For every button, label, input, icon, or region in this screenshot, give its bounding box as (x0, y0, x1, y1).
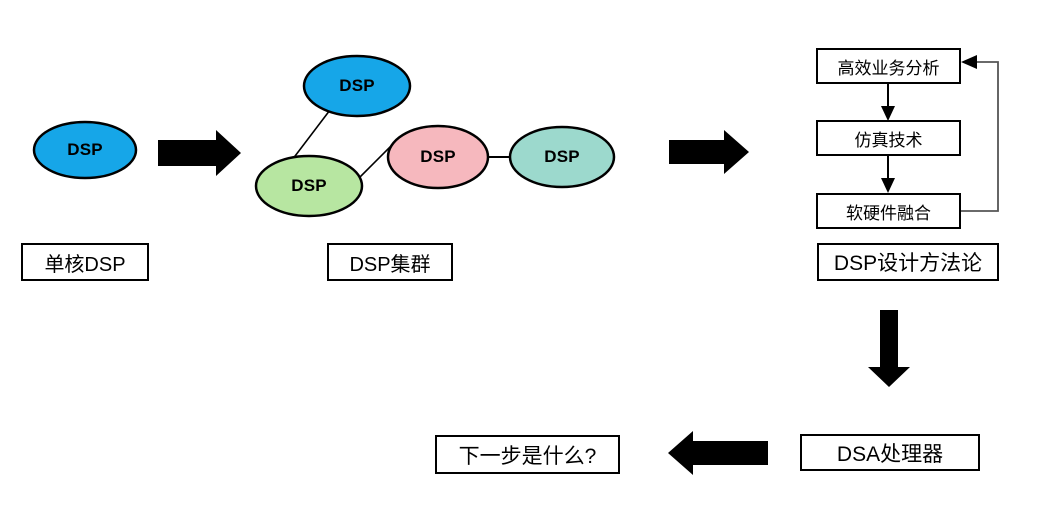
arrow-down-methodology-to-dsa (868, 310, 910, 387)
cluster-node-pink[interactable] (386, 124, 490, 190)
cluster-node-teal[interactable] (508, 125, 616, 189)
next-step-question-box[interactable]: 下一步是什么? (435, 435, 620, 474)
flow-arrowhead-2 (881, 178, 895, 193)
dsa-processor-box[interactable]: DSA处理器 (800, 434, 980, 471)
arrow-right-cluster-to-methodology (669, 130, 749, 174)
flow-box-analysis[interactable]: 高效业务分析 (816, 48, 961, 84)
feedback-loop-path (960, 61, 999, 212)
arrow-left-dsa-to-question (668, 431, 768, 475)
arrow-right-single-to-cluster (158, 130, 241, 176)
caption-box-single-dsp[interactable]: 单核DSP (21, 243, 149, 281)
single-dsp-ellipse[interactable] (32, 120, 138, 180)
flow-box-simulation[interactable]: 仿真技术 (816, 120, 961, 156)
caption-box-dsp-methodology[interactable]: DSP设计方法论 (817, 243, 999, 281)
cluster-link-blue-green (288, 109, 331, 165)
cluster-node-blue[interactable] (302, 54, 412, 118)
flow-arrowhead-1 (881, 106, 895, 121)
flow-box-fusion[interactable]: 软硬件融合 (816, 193, 961, 229)
cluster-node-green[interactable] (254, 154, 364, 218)
caption-box-dsp-cluster[interactable]: DSP集群 (327, 243, 453, 281)
feedback-loop-arrowhead (961, 55, 977, 69)
